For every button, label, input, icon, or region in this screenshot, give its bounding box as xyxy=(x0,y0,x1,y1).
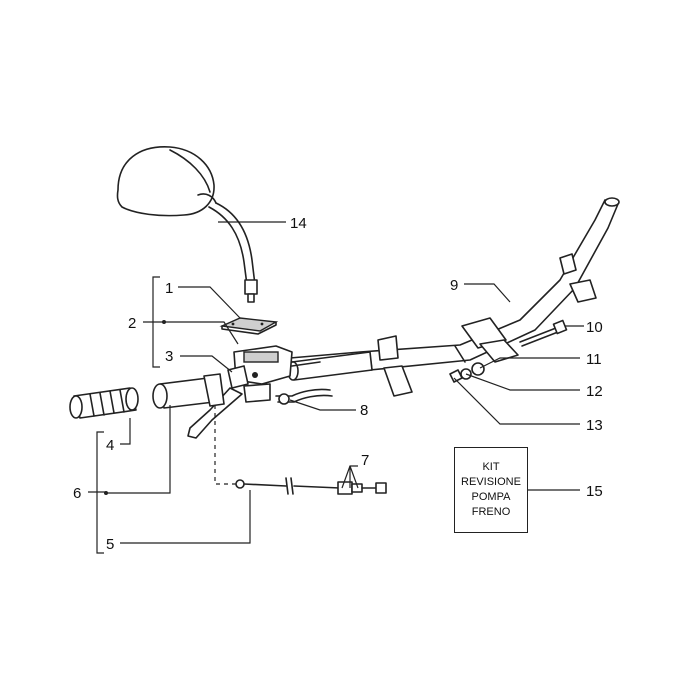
callout-6: 6 xyxy=(73,485,81,502)
callout-4: 4 xyxy=(106,437,114,454)
cable-part xyxy=(214,405,341,495)
brake-pump-kit-box: KIT REVISIONE POMPA FRENO xyxy=(454,447,528,533)
kit-box-line-4: FRENO xyxy=(471,506,511,518)
callout-7: 7 xyxy=(361,452,369,469)
brake-hose-part xyxy=(275,388,333,405)
leader-lines xyxy=(88,221,584,554)
kit-box-line-3: POMPA xyxy=(471,491,511,503)
callout-14: 14 xyxy=(290,215,307,232)
adjuster-part xyxy=(337,481,387,495)
callout-1: 1 xyxy=(165,280,173,297)
callout-11: 11 xyxy=(586,351,602,368)
handlebar-part xyxy=(287,197,620,397)
bolt-part xyxy=(519,319,568,347)
callout-12: 12 xyxy=(586,383,603,400)
callout-15: 15 xyxy=(586,483,603,500)
mirror-part xyxy=(116,146,258,303)
callout-8: 8 xyxy=(360,402,368,419)
callout-2: 2 xyxy=(128,315,136,332)
callout-3: 3 xyxy=(165,348,173,365)
callout-13: 13 xyxy=(586,417,603,434)
callout-9: 9 xyxy=(450,277,458,294)
throttle-grip-part xyxy=(152,373,225,409)
kit-box-line-1: KIT xyxy=(482,461,500,473)
callout-10: 10 xyxy=(586,319,603,336)
kit-box-line-2: REVISIONE xyxy=(461,476,521,488)
callout-5: 5 xyxy=(106,536,114,553)
reservoir-cap-part xyxy=(219,317,279,335)
left-grip-part xyxy=(69,387,139,419)
